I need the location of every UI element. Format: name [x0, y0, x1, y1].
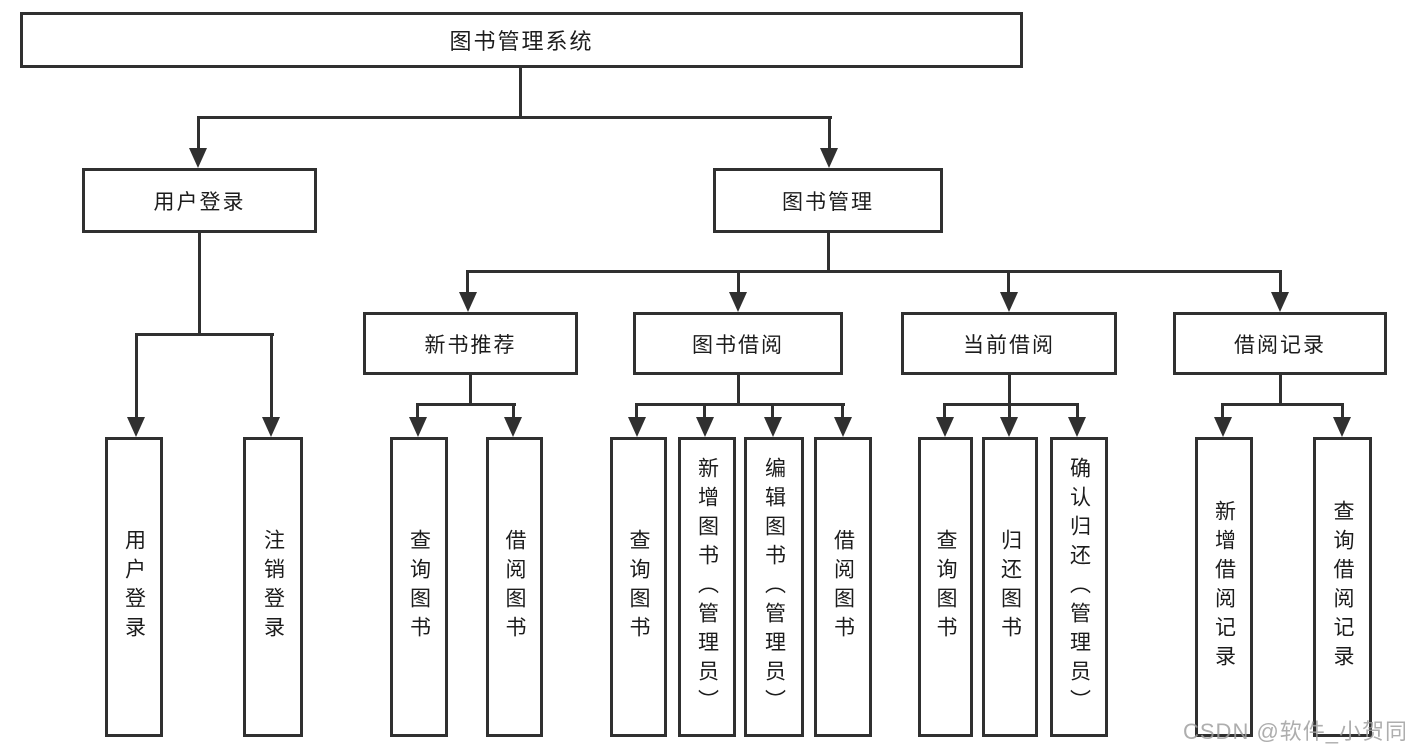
arrow-down-icon	[1000, 292, 1018, 312]
arrow-down-icon	[504, 417, 522, 437]
node-book-borrowing: 图书借阅	[633, 312, 843, 375]
leaf-borrow-book-under-borrowing: 借阅图书	[814, 437, 872, 737]
arrow-down-icon	[1068, 417, 1086, 437]
leaf-query-borrow-record-label: 查询借阅记录	[1331, 500, 1354, 674]
leaf-logout-label: 注销登录	[261, 529, 285, 645]
leaf-query-book-under-recommend: 查询图书	[390, 437, 448, 737]
leaf-add-book-admin: 新增图书（管理员）	[678, 437, 736, 737]
arrow-down-icon	[459, 292, 477, 312]
arrow-down-icon	[127, 417, 145, 437]
node-current-borrowing-label: 当前借阅	[963, 333, 1055, 357]
node-user-login-label: 用户登录	[153, 190, 246, 214]
arrow-down-icon	[1000, 417, 1018, 437]
connector-line	[270, 333, 273, 418]
arrow-down-icon	[1333, 417, 1351, 437]
arrow-down-icon	[628, 417, 646, 437]
leaf-query-book-label: 查询图书	[934, 529, 957, 645]
node-root-library-management-system: 图书管理系统	[20, 12, 1023, 68]
connector-line	[943, 403, 946, 419]
connector-line	[771, 403, 774, 419]
arrow-down-icon	[936, 417, 954, 437]
arrow-down-icon	[262, 417, 280, 437]
node-book-borrowing-label: 图书借阅	[692, 333, 784, 357]
node-book-management: 图书管理	[713, 168, 943, 233]
arrow-down-icon	[189, 148, 207, 168]
connector-line	[1221, 403, 1344, 406]
leaf-user-login: 用户登录	[105, 437, 163, 737]
arrow-down-icon	[820, 148, 838, 168]
connector-line	[1008, 373, 1011, 406]
leaf-add-book-admin-label: 新增图书（管理员）	[695, 456, 719, 718]
connector-line	[416, 403, 419, 419]
connector-line	[827, 232, 830, 273]
node-root-label: 图书管理系统	[449, 29, 594, 54]
csdn-watermark: CSDN @软件_小贺同学	[1183, 719, 1405, 744]
connector-line	[635, 403, 845, 406]
node-book-management-label: 图书管理	[782, 190, 874, 214]
connector-line	[466, 270, 1282, 273]
arrow-down-icon	[1271, 292, 1289, 312]
connector-line	[416, 403, 516, 406]
connector-line	[1279, 373, 1282, 406]
node-borrowing-records: 借阅记录	[1173, 312, 1387, 375]
node-current-borrowing: 当前借阅	[901, 312, 1117, 375]
leaf-confirm-return-admin-label: 确认归还（管理员）	[1067, 456, 1091, 718]
leaf-user-login-label: 用户登录	[122, 529, 146, 645]
leaf-confirm-return-admin: 确认归还（管理员）	[1050, 437, 1108, 737]
connector-line	[197, 116, 832, 119]
connector-line	[197, 116, 200, 150]
connector-line	[943, 403, 1079, 406]
connector-line	[135, 333, 138, 418]
node-new-book-recommend-label: 新书推荐	[424, 333, 517, 357]
leaf-add-borrow-record: 新增借阅记录	[1195, 437, 1253, 737]
arrow-down-icon	[729, 292, 747, 312]
connector-line	[737, 373, 740, 406]
arrow-down-icon	[696, 417, 714, 437]
leaf-return-book-label: 归还图书	[998, 529, 1022, 645]
arrow-down-icon	[764, 417, 782, 437]
connector-line	[1341, 403, 1344, 419]
leaf-query-book-under-current: 查询图书	[918, 437, 973, 737]
leaf-logout: 注销登录	[243, 437, 303, 737]
connector-line	[703, 403, 706, 419]
connector-line	[198, 232, 201, 335]
leaf-borrow-book-label: 借阅图书	[831, 529, 855, 645]
leaf-add-borrow-record-label: 新增借阅记录	[1212, 500, 1236, 674]
leaf-edit-book-admin-label: 编辑图书（管理员）	[762, 456, 786, 718]
leaf-edit-book-admin: 编辑图书（管理员）	[744, 437, 804, 737]
leaf-borrow-book-label: 借阅图书	[503, 529, 526, 645]
connector-line	[466, 270, 469, 294]
leaf-query-book-label: 查询图书	[627, 529, 650, 645]
node-new-book-recommend: 新书推荐	[363, 312, 578, 375]
connector-line	[828, 116, 831, 150]
arrow-down-icon	[409, 417, 427, 437]
connector-line	[1221, 403, 1224, 419]
connector-line	[1007, 270, 1010, 294]
leaf-return-book: 归还图书	[982, 437, 1038, 737]
connector-line	[737, 270, 740, 294]
connector-line	[841, 403, 844, 419]
connector-line	[469, 373, 472, 406]
leaf-query-borrow-record: 查询借阅记录	[1313, 437, 1372, 737]
connector-line	[1076, 403, 1079, 419]
connector-line	[635, 403, 638, 419]
connector-line	[519, 66, 522, 118]
connector-line	[1279, 270, 1282, 294]
leaf-query-book-under-borrowing: 查询图书	[610, 437, 667, 737]
arrow-down-icon	[1214, 417, 1232, 437]
leaf-query-book-label: 查询图书	[407, 529, 431, 645]
connector-line	[135, 333, 274, 336]
connector-line	[1008, 403, 1011, 419]
node-user-login: 用户登录	[82, 168, 317, 233]
leaf-borrow-book-under-recommend: 借阅图书	[486, 437, 543, 737]
connector-line	[512, 403, 515, 419]
node-borrowing-records-label: 借阅记录	[1234, 333, 1326, 357]
arrow-down-icon	[834, 417, 852, 437]
